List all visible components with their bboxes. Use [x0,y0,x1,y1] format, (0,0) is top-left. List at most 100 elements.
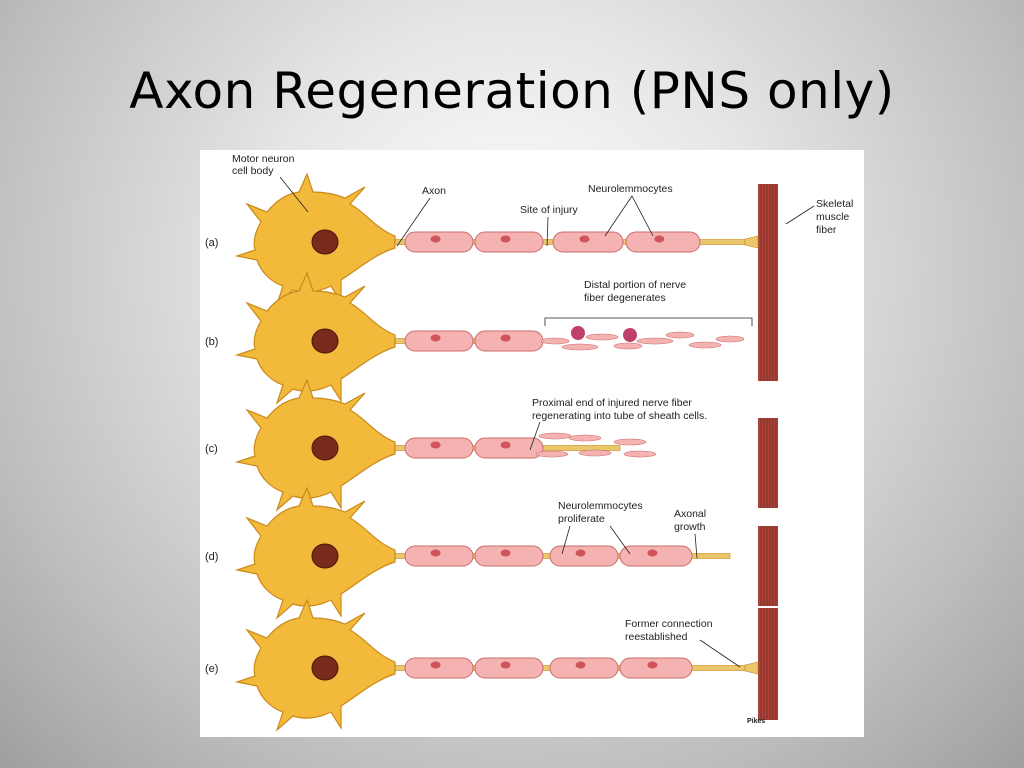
tube-fragment [613,438,647,446]
debris-fragment [715,335,745,343]
slide-title: Axon Regeneration (PNS only) [129,62,895,120]
neuro-prolif-label-1: Neurolemmocytes [558,500,643,512]
distal-bracket [544,317,753,326]
neuron-nucleus-c [311,435,339,461]
sheath-c-2-nucleus [500,441,511,449]
skeletal-label: Skeletal [816,198,853,210]
panel-label-c: (c) [205,443,218,455]
debris-fragment [688,341,722,349]
debris-fragment [665,331,695,339]
muscle-fiber-b [758,271,778,381]
panel-label-d: (d) [205,551,218,563]
axonal-pointer [694,533,698,559]
sheath-e-1 [404,657,474,679]
sheath-d-1-nucleus [430,549,441,557]
former-label-2: reestablished [625,631,688,643]
axon-regeneration-figure: (a) (b) (c) (d) (e) Motor neuron cell body A… [200,150,864,737]
neurolemmocytes-label: Neurolemmocytes [588,183,673,195]
panel-e: (e) [205,598,778,732]
sheath-c-1 [404,437,474,459]
muscle-fiber-c [758,418,778,508]
tube-fragment [538,432,572,440]
panel-label-b: (b) [205,336,218,348]
figure-canvas: (a) (b) (c) (d) (e) Motor neuron cell body A… [205,153,853,732]
panel-label-e: (e) [205,663,218,675]
neurolemmocytes-pointer-1 [604,195,633,237]
credit-label: Pikes [747,718,765,725]
sheath-b-2 [474,330,544,352]
tube-fragment [578,449,612,457]
sheath-a-3-nucleus [579,235,590,243]
sheath-d-4 [619,545,693,567]
fiber-label: fiber [816,224,837,236]
muscle-fiber-d [758,526,778,606]
neuron-nucleus-d [311,543,339,569]
neuromuscular-junction-e [744,661,759,675]
tube-fragment [535,450,569,458]
sheath-d-1 [404,545,474,567]
sheath-a-3 [552,231,624,253]
sheath-e-4-nucleus [647,661,658,669]
neuro-prolif-label-2: proliferate [558,513,605,525]
sheath-e-4 [619,657,693,679]
debris-fragment [540,337,570,345]
motor-neuron-pointer [279,176,309,213]
sheath-d-2-nucleus [500,549,511,557]
panel-d: (d) [205,486,778,620]
debris-fragment [585,333,619,341]
former-pointer [699,639,741,668]
sheath-b-2-nucleus [500,334,511,342]
sheath-e-3 [549,657,619,679]
proximal-label-2: regenerating into tube of sheath cells. [532,410,707,422]
axon-pointer [396,197,431,247]
sheath-d-3 [549,545,619,567]
tube-fragment [623,450,657,458]
sheath-e-3-nucleus [575,661,586,669]
panel-label-a: (a) [205,237,218,249]
sheath-d-4-nucleus [647,549,658,557]
axonal-label-2: growth [674,521,706,533]
debris-b [540,326,745,351]
cell-body-label: cell body [232,165,274,177]
sheath-e-1-nucleus [430,661,441,669]
panel-a: (a) [205,172,778,306]
neuromuscular-junction-a [744,235,759,249]
sheath-e-2 [474,657,544,679]
debris-fragment [561,343,599,351]
sheath-c-1-nucleus [430,441,441,449]
sheath-a-1-nucleus [430,235,441,243]
muscle-label: muscle [816,211,849,223]
former-label-1: Former connection [625,618,713,630]
sheath-a-2 [474,231,544,253]
proximal-label-1: Proximal end of injured nerve fiber [532,397,692,409]
sheath-e-2-nucleus [500,661,511,669]
neuron-nucleus-a [311,229,339,255]
muscle-fiber-e [758,608,778,720]
panel-c: (c) [205,378,778,512]
neuro-prolif-pointer-2 [609,525,631,555]
debris-fragment [636,337,674,345]
sheath-b-1-nucleus [430,334,441,342]
sheath-a-1 [404,231,474,253]
neuro-prolif-pointer-1 [561,525,571,555]
distal-label-1: Distal portion of nerve [584,279,686,291]
sheath-a-2-nucleus [500,235,511,243]
sheath-d-3-nucleus [575,549,586,557]
neuron-nucleus-e [311,655,339,681]
axon-label: Axon [422,185,446,197]
injury-pointer [546,216,549,247]
sheath-c-2 [474,437,544,459]
sheath-d-2 [474,545,544,567]
sheath-a-4-nucleus [654,235,665,243]
panels-layer: (a) (b) (c) (d) (e) [205,172,778,732]
motor-neuron-label: Motor neuron [232,153,295,165]
proximal-pointer [529,421,541,451]
skeletal-pointer [785,205,815,225]
panel-b: (b) [205,271,778,405]
sheath-tube-c [535,432,657,458]
neurolemmocytes-pointer-2 [631,195,654,237]
annotations: Motor neuron cell body Axon Site of inju… [232,153,853,725]
macrophage-2 [623,328,637,342]
axonal-label-1: Axonal [674,508,706,520]
neuron-nucleus-b [311,328,339,354]
